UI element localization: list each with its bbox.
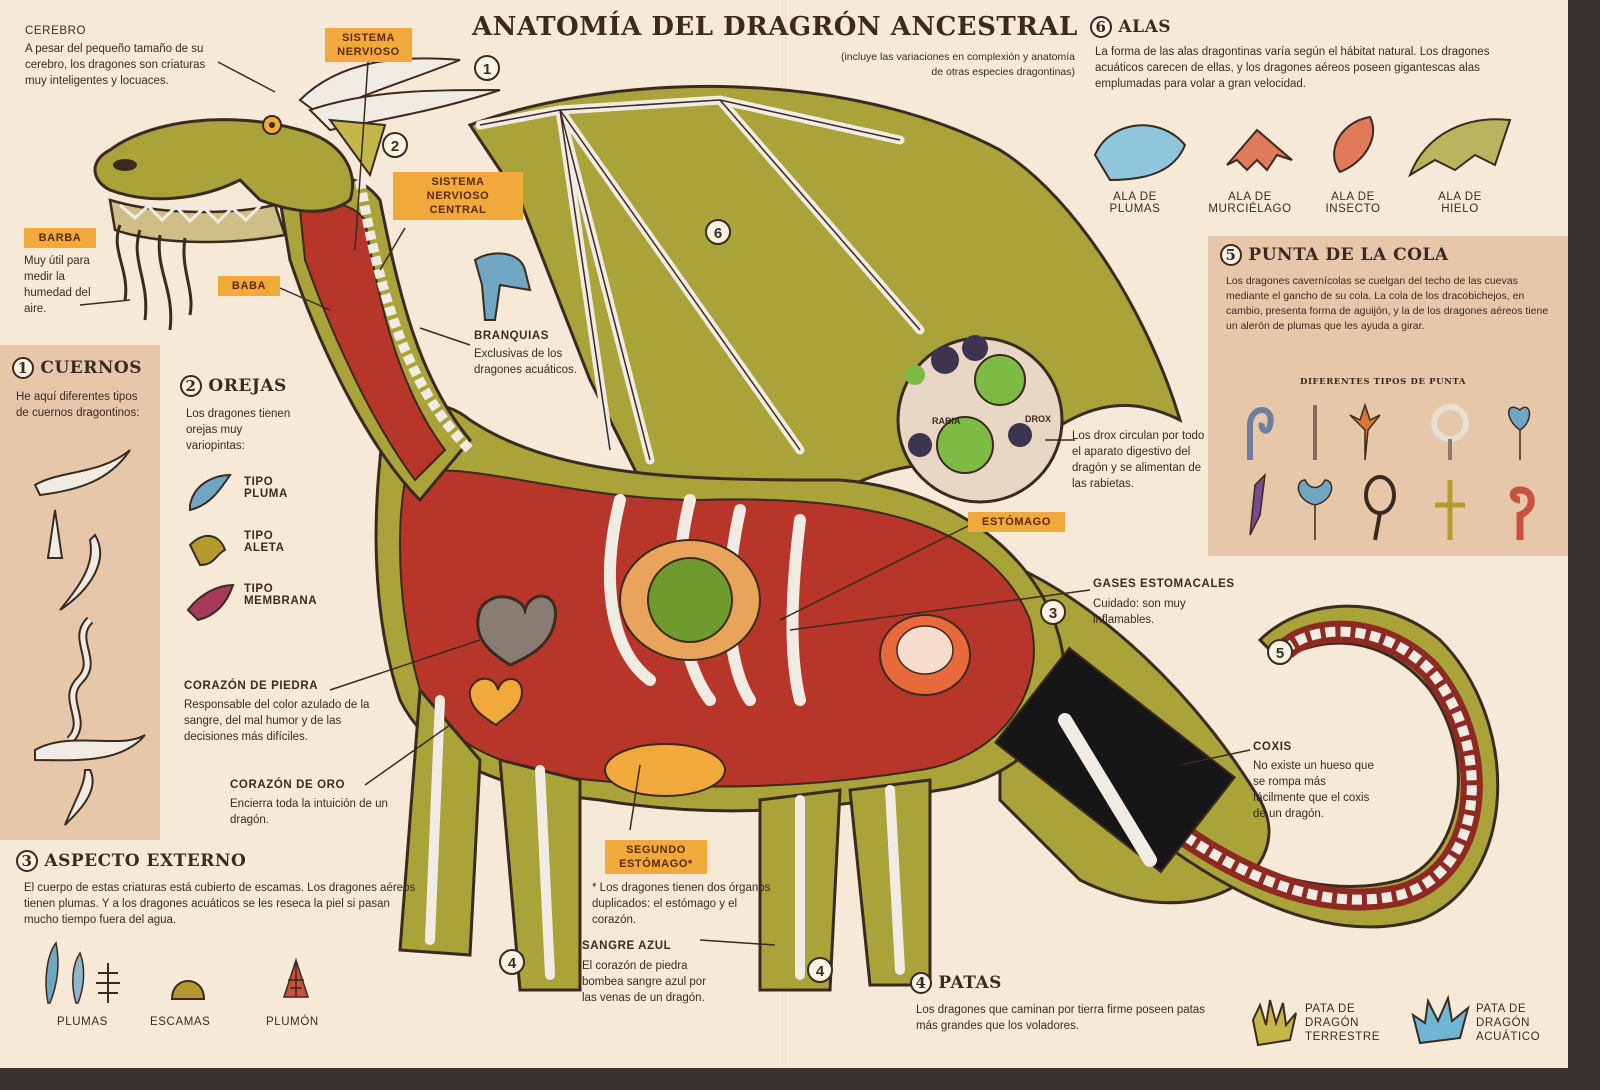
sangre-azul-text: El corazón de piedra bombea sangre azul … [582, 960, 707, 1004]
sistema-nervioso-central-tag: SISTEMA NERVIOSO CENTRAL [393, 172, 523, 220]
ear-type-pluma: TIPO PLUMA [244, 476, 288, 500]
badge-6: 6 [714, 225, 722, 242]
drox-rabia-label: RABIA [932, 416, 961, 426]
patas-number: 4 [910, 972, 932, 994]
badge-5: 5 [1276, 645, 1284, 662]
wing-type-hielo: ALA DE HIELO [1438, 191, 1482, 215]
alas-title: 6 ALAS [1090, 16, 1171, 38]
ear-pluma-icon [189, 473, 232, 512]
page-title: ANATOMÍA DEL DRAGRÓN ANCESTRAL [472, 12, 1078, 42]
punta-cola-title: 5 PUNTA DE LA COLA [1220, 244, 1449, 266]
pata-acuatica-icon [1411, 994, 1470, 1045]
cerebro-title: CEREBRO [25, 25, 87, 37]
orejas-number: 2 [180, 375, 202, 397]
baba-tag: BABA [218, 276, 280, 296]
sistema-nervioso-tag: SISTEMA NERVIOSO [325, 28, 412, 62]
coxis-text: No existe un hueso que se rompa más fáci… [1253, 760, 1374, 820]
badge-4b: 4 [816, 963, 825, 980]
wing-type-plumas: ALA DE PLUMAS [1109, 191, 1161, 215]
aspecto-item-escamas: ESCAMAS [150, 1016, 211, 1028]
gases-title: GASES ESTOMACALES [1093, 578, 1235, 590]
aspecto-title: 3 ASPECTO EXTERNO [16, 850, 246, 872]
aspecto-item-plumon: PLUMÓN [266, 1016, 319, 1028]
badge-2: 2 [391, 138, 399, 155]
aspecto-title-text: ASPECTO EXTERNO [44, 851, 247, 871]
wing-hielo-icon [1408, 118, 1512, 178]
cuernos-text: He aquí diferentes tipos de cuernos drag… [16, 391, 140, 419]
corazon-piedra-title: CORAZÓN DE PIEDRA [184, 680, 319, 692]
badge-1: 1 [483, 61, 491, 78]
alas-title-text: ALAS [1118, 17, 1172, 37]
alas-text: La forma de las alas dragontinas varía s… [1095, 46, 1490, 90]
punta-cola-title-text: PUNTA DE LA COLA [1248, 245, 1449, 265]
horn-types [33, 449, 146, 826]
wing-murcielago-icon [1226, 128, 1293, 172]
drox-drox-label: DROX [1025, 414, 1051, 424]
corazon-oro-text: Encierra toda la intuición de un dragón. [230, 798, 388, 826]
patas-title-text: PATAS [938, 973, 1002, 993]
aspecto-item-plumas: PLUMAS [57, 1016, 108, 1028]
corazon-oro-title: CORAZÓN DE ORO [230, 779, 346, 791]
ear-aleta-icon [188, 535, 227, 567]
scale-icon [170, 980, 206, 1000]
orejas-title: 2 OREJAS [180, 375, 287, 397]
branquias-title: BRANQUIAS [474, 330, 550, 342]
corazon-piedra-text: Responsable del color azulado de la sang… [184, 699, 370, 743]
tail-tips-icons [1247, 402, 1535, 541]
coxis-title: COXIS [1253, 741, 1292, 753]
pata-acuatica-label: PATA DE DRAGÓN ACUÁTICO [1476, 1003, 1541, 1043]
feather-icon [45, 941, 120, 1004]
ear-membrana-icon [186, 583, 235, 622]
dragon-illustration: 1 2 6 3 5 4 4 RABIA DROX [79, 55, 1500, 992]
orejas-text: Los dragones tienen orejas muy variopint… [186, 408, 291, 452]
book-spread: 1 2 6 3 5 4 4 RABIA DROX ANATOMÍA DEL DR… [0, 0, 1568, 1068]
cuernos-title-text: CUERNOS [40, 358, 142, 378]
aspecto-number: 3 [16, 850, 38, 872]
badge-4a: 4 [508, 955, 517, 972]
patas-text: Los dragones que caminan por tierra firm… [916, 1004, 1205, 1032]
wing-insecto-icon [1333, 115, 1375, 174]
segundo-estomago-tag: SEGUNDO ESTÓMAGO* [605, 840, 707, 874]
wing-type-insecto: ALA DE INSECTO [1325, 191, 1381, 215]
segundo-estomago-text: * Los dragones tienen dos órganos duplic… [592, 882, 771, 926]
ear-type-membrana: TIPO MEMBRANA [244, 583, 318, 607]
branquias-text: Exclusivas de los dragones acuáticos. [474, 348, 577, 376]
sangre-azul-title: SANGRE AZUL [582, 940, 672, 952]
barba-text: Muy útil para medir la humedad del aire. [24, 255, 91, 315]
punta-cola-text: Los dragones cavernícolas se cuelgan del… [1226, 275, 1549, 332]
punta-cola-subtitle: DIFERENTES TIPOS DE PUNTA [1300, 377, 1467, 387]
cuernos-title: 1 CUERNOS [12, 357, 142, 379]
punta-cola-number: 5 [1220, 244, 1242, 266]
aspecto-text: El cuerpo de estas criaturas está cubier… [24, 882, 416, 926]
page-subtitle: (incluye las variaciones en complexión y… [840, 51, 1075, 78]
ear-type-aleta: TIPO ALETA [244, 530, 285, 554]
pata-terrestre-icon [1251, 999, 1297, 1047]
orejas-title-text: OREJAS [208, 376, 287, 396]
plumon-icon [282, 957, 310, 998]
drox-text: Los drox circulan por todo el aparato di… [1072, 430, 1205, 490]
estomago-tag: ESTÓMAGO [968, 512, 1065, 532]
alas-number: 6 [1090, 16, 1112, 38]
barba-tag: BARBA [24, 228, 96, 248]
cuernos-number: 1 [12, 357, 34, 379]
gases-text: Cuidado: son muy inflamables. [1093, 598, 1186, 626]
patas-title: 4 PATAS [910, 972, 1002, 994]
badge-3: 3 [1049, 605, 1057, 622]
pata-terrestre-label: PATA DE DRAGÓN TERRESTRE [1305, 1003, 1381, 1043]
cerebro-text: A pesar del pequeño tamaño de su cerebro… [25, 43, 206, 87]
wing-plumas-icon [1093, 124, 1187, 182]
punta-cola-panel [1208, 236, 1568, 556]
wing-type-murcielago: ALA DE MURCIÉLAGO [1208, 191, 1292, 215]
